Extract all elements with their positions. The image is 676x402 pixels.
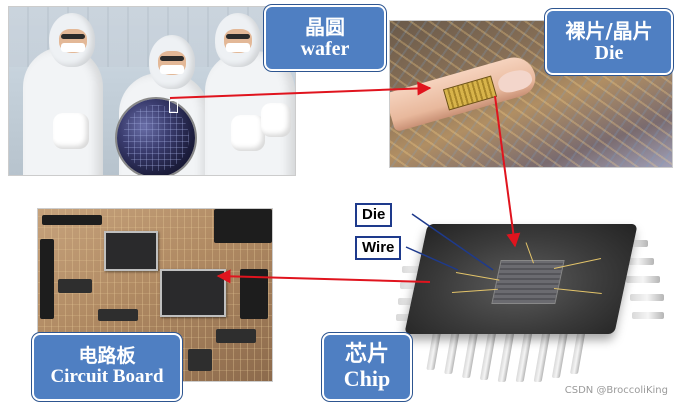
wafer-label-en: wafer [300, 38, 350, 60]
worker-body-left [23, 47, 103, 175]
chip-pin [622, 258, 654, 265]
worker-visor-left [61, 34, 85, 39]
chip-pin [626, 276, 660, 283]
board-label-en: Circuit Board [50, 366, 164, 387]
arrow-wafer-to-die [169, 81, 432, 99]
die-label-zh: 裸片/晶片 [565, 19, 653, 43]
chip-pin [630, 294, 664, 301]
die-label-en: Die [594, 42, 624, 64]
chip-photo [386, 212, 674, 398]
board-component-4 [188, 349, 212, 371]
worker-visor-right [226, 34, 250, 39]
board-socket-1 [42, 215, 102, 225]
worker-mask-left [61, 43, 85, 52]
chip-pin [632, 312, 664, 319]
die-label: 裸片/晶片 Die [545, 9, 673, 75]
thumbs-up-left [53, 113, 89, 149]
wafer-photo [8, 6, 296, 176]
board-ic-main [160, 269, 226, 317]
wafer-die-grid [123, 105, 189, 171]
thumbs-up-right-a [231, 115, 265, 151]
die-marker-box [169, 100, 178, 113]
die-tag: Die [355, 203, 393, 227]
worker-visor-middle [160, 56, 184, 61]
pointer-die-tag [411, 213, 494, 271]
board-component-3 [216, 329, 256, 343]
chip-label-en: Chip [343, 366, 391, 391]
board-label: 电路板 Circuit Board [32, 333, 182, 401]
arrow-die-to-chip [494, 95, 521, 248]
wafer-label-zh: 晶圆 [305, 15, 345, 39]
pointer-wire-tag [405, 246, 459, 271]
wire-tag: Wire [355, 236, 402, 260]
chip-label: 芯片 Chip [322, 333, 412, 401]
board-component-2 [98, 309, 138, 321]
chip-label-zh: 芯片 [344, 341, 389, 367]
worker-mask-right [226, 43, 250, 52]
watermark: CSDN @BroccoliKing [564, 385, 668, 396]
board-ic-small [104, 231, 158, 271]
thumbs-up-right-b [261, 103, 291, 137]
board-socket-2 [40, 239, 54, 319]
wafer-label: 晶圆 wafer [264, 5, 386, 71]
arrow-chip-to-board [216, 269, 431, 284]
wafer-disc [117, 99, 195, 175]
board-socket-3 [214, 209, 272, 243]
worker-mask-middle [160, 65, 184, 74]
board-component-1 [58, 279, 92, 293]
board-label-zh: 电路板 [78, 345, 136, 368]
